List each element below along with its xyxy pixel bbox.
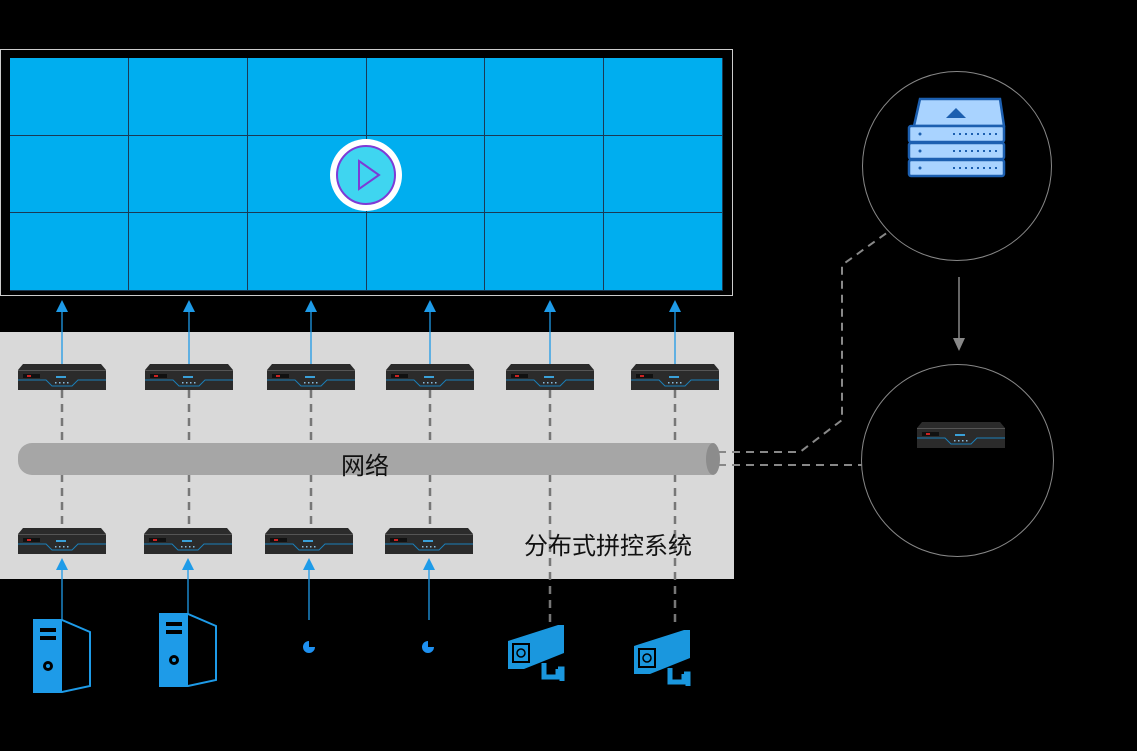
camera-dome-icon[interactable] — [420, 639, 436, 655]
server-link — [718, 231, 889, 453]
wall-tile — [366, 58, 486, 136]
cctv-camera-icon[interactable] — [632, 630, 694, 686]
network-label: 网络 — [341, 452, 389, 480]
arrow-head — [669, 300, 681, 312]
pc-tower-icon[interactable] — [158, 612, 218, 688]
arrow-head — [56, 558, 68, 570]
arrow-head — [305, 300, 317, 312]
arrow-head — [544, 300, 556, 312]
arrow-head — [183, 300, 195, 312]
arrow-head — [953, 338, 965, 351]
system-label: 分布式拼控系统 — [524, 532, 692, 560]
arrow-head — [56, 300, 68, 312]
wall-tile — [247, 58, 367, 136]
arrow-head — [423, 558, 435, 570]
encoder-device[interactable] — [385, 528, 473, 554]
wall-tile — [604, 58, 723, 136]
wall-tile — [366, 135, 486, 214]
wall-tile — [485, 58, 605, 136]
wall-tile — [247, 213, 367, 291]
wall-tile — [10, 58, 129, 136]
decoder-device[interactable] — [386, 364, 474, 390]
decoder-device[interactable] — [18, 364, 106, 390]
decoder-device[interactable] — [145, 364, 233, 390]
wall-tile — [128, 213, 248, 291]
wall-tile — [485, 213, 605, 291]
wall-tile — [366, 213, 486, 291]
arrow-head — [303, 558, 315, 570]
decoder-device[interactable] — [267, 364, 355, 390]
encoder-device[interactable] — [265, 528, 353, 554]
cctv-camera-icon[interactable] — [506, 625, 568, 681]
wall-tile — [604, 135, 723, 214]
decoder-device[interactable] — [631, 364, 719, 390]
decoder-device[interactable] — [506, 364, 594, 390]
server-circle — [862, 71, 1052, 261]
play-icon[interactable] — [328, 137, 404, 213]
wall-tile — [128, 135, 248, 214]
encoder-device[interactable] — [18, 528, 106, 554]
wall-tile — [604, 213, 723, 291]
server-icon[interactable] — [906, 96, 1006, 182]
network-pipe-end — [706, 443, 720, 475]
wall-tile — [10, 135, 129, 214]
network-pipe — [18, 443, 718, 475]
arrow-head — [424, 300, 436, 312]
encoder-device[interactable] — [144, 528, 232, 554]
arrow-head — [182, 558, 194, 570]
controller-circle — [861, 364, 1054, 557]
camera-dome-icon[interactable] — [301, 639, 317, 655]
wall-tile — [485, 135, 605, 214]
pc-tower-icon[interactable] — [32, 618, 92, 694]
wall-tile — [10, 213, 129, 291]
wall-tile — [128, 58, 248, 136]
